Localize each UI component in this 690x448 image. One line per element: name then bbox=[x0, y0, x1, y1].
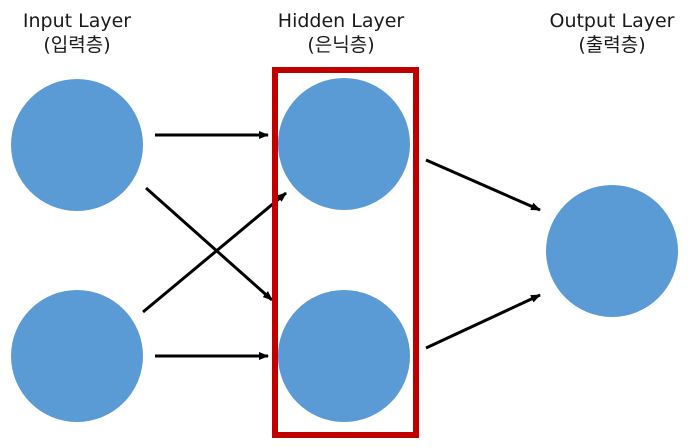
input-layer-title: Input Layer bbox=[23, 10, 131, 32]
input-node-2 bbox=[11, 290, 143, 422]
input-node-1 bbox=[11, 79, 143, 211]
hidden-layer-title: Hidden Layer bbox=[278, 10, 405, 32]
connections bbox=[142, 131, 541, 360]
input-layer-subtitle: (입력층) bbox=[43, 34, 110, 56]
output-layer-title: Output Layer bbox=[549, 10, 674, 32]
output-layer-heading: Output Layer (출력층) bbox=[549, 10, 674, 56]
input-layer-heading: Input Layer (입력층) bbox=[23, 10, 131, 56]
hidden-layer-highlight-box bbox=[272, 67, 419, 438]
output-layer-subtitle: (출력층) bbox=[578, 34, 645, 56]
arrow-input1-to-hidden2 bbox=[145, 186, 273, 302]
nodes bbox=[11, 78, 678, 422]
hidden-layer-subtitle: (은닉층) bbox=[307, 34, 374, 56]
hidden-layer-heading: Hidden Layer (은닉층) bbox=[278, 10, 405, 56]
output-node bbox=[546, 185, 678, 317]
arrow-hidden2-to-output bbox=[425, 293, 541, 350]
arrow-input2-to-hidden1 bbox=[142, 191, 287, 314]
hidden-node-2 bbox=[278, 290, 410, 422]
hidden-node-1 bbox=[278, 78, 410, 210]
arrow-hidden1-to-output bbox=[425, 158, 541, 212]
